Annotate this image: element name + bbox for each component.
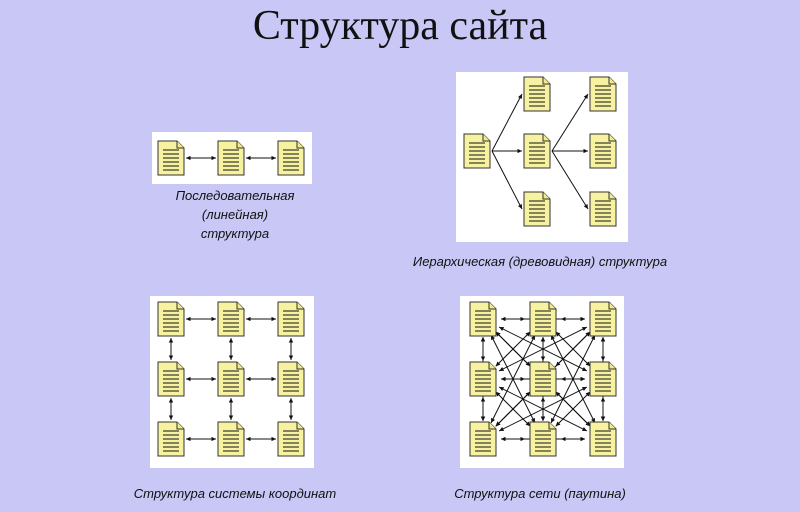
document-icon	[589, 133, 617, 169]
grid-structure-diagram	[150, 296, 314, 468]
bidirectional-arrow	[246, 376, 276, 382]
document-icon	[589, 421, 617, 457]
bidirectional-arrow	[288, 338, 294, 360]
network-structure-caption: Структура сети (паутина)	[454, 486, 626, 501]
bidirectional-arrow	[246, 316, 276, 322]
bidirectional-arrow	[480, 397, 486, 421]
hierarchical-structure-caption: Иерархическая (древовидная) структура	[412, 254, 668, 269]
arrow	[551, 93, 589, 152]
bidirectional-arrow	[600, 397, 606, 421]
grid-structure-caption: Структура системы координат	[133, 486, 337, 501]
hierarchical-structure-diagram	[456, 72, 628, 242]
document-icon	[157, 361, 185, 397]
bidirectional-arrow	[246, 436, 276, 442]
caption-line: (линейная)	[201, 207, 269, 222]
linear-structure-diagram	[152, 132, 312, 184]
bidirectional-arrow	[498, 326, 588, 372]
document-icon	[589, 361, 617, 397]
document-icon	[217, 301, 245, 337]
document-icon	[217, 361, 245, 397]
document-icon	[157, 140, 185, 176]
document-icon	[523, 76, 551, 112]
bidirectional-arrow	[495, 331, 531, 367]
document-icon	[523, 133, 551, 169]
document-icon	[463, 133, 491, 169]
arrow	[491, 150, 523, 210]
bidirectional-arrow	[168, 338, 174, 360]
bidirectional-arrow	[561, 376, 585, 382]
bidirectional-arrow	[168, 398, 174, 420]
arrow	[552, 148, 588, 154]
document-icon	[217, 140, 245, 176]
document-icon	[277, 301, 305, 337]
caption-line: структура	[200, 226, 270, 241]
bidirectional-arrow	[186, 376, 216, 382]
bidirectional-arrow	[186, 155, 216, 161]
document-icon	[469, 361, 497, 397]
document-icon	[277, 140, 305, 176]
document-icon	[529, 421, 557, 457]
bidirectional-arrow	[555, 391, 591, 427]
arrow	[491, 93, 523, 152]
bidirectional-arrow	[498, 386, 588, 432]
document-icon	[589, 191, 617, 227]
bidirectional-arrow	[495, 391, 531, 427]
bidirectional-arrow	[186, 316, 216, 322]
document-icon	[277, 361, 305, 397]
bidirectional-arrow	[561, 436, 585, 442]
bidirectional-arrow	[186, 436, 216, 442]
document-icon	[469, 421, 497, 457]
arrow	[492, 148, 522, 154]
bidirectional-arrow	[228, 398, 234, 420]
caption-line: Последовательная	[175, 188, 295, 203]
document-icon	[589, 76, 617, 112]
bidirectional-arrow	[246, 155, 276, 161]
document-icon	[217, 421, 245, 457]
document-icon	[277, 421, 305, 457]
bidirectional-arrow	[288, 398, 294, 420]
arrow	[551, 150, 589, 210]
page-title: Структура сайта	[252, 3, 548, 49]
bidirectional-arrow	[561, 316, 585, 322]
document-icon	[469, 301, 497, 337]
document-icon	[523, 191, 551, 227]
bidirectional-arrow	[228, 338, 234, 360]
document-icon	[529, 361, 557, 397]
document-icon	[529, 301, 557, 337]
linear-structure-caption: Последовательная (линейная) структура	[130, 186, 340, 243]
document-icon	[157, 301, 185, 337]
document-icon	[589, 301, 617, 337]
network-structure-diagram	[460, 296, 624, 468]
document-icon	[157, 421, 185, 457]
